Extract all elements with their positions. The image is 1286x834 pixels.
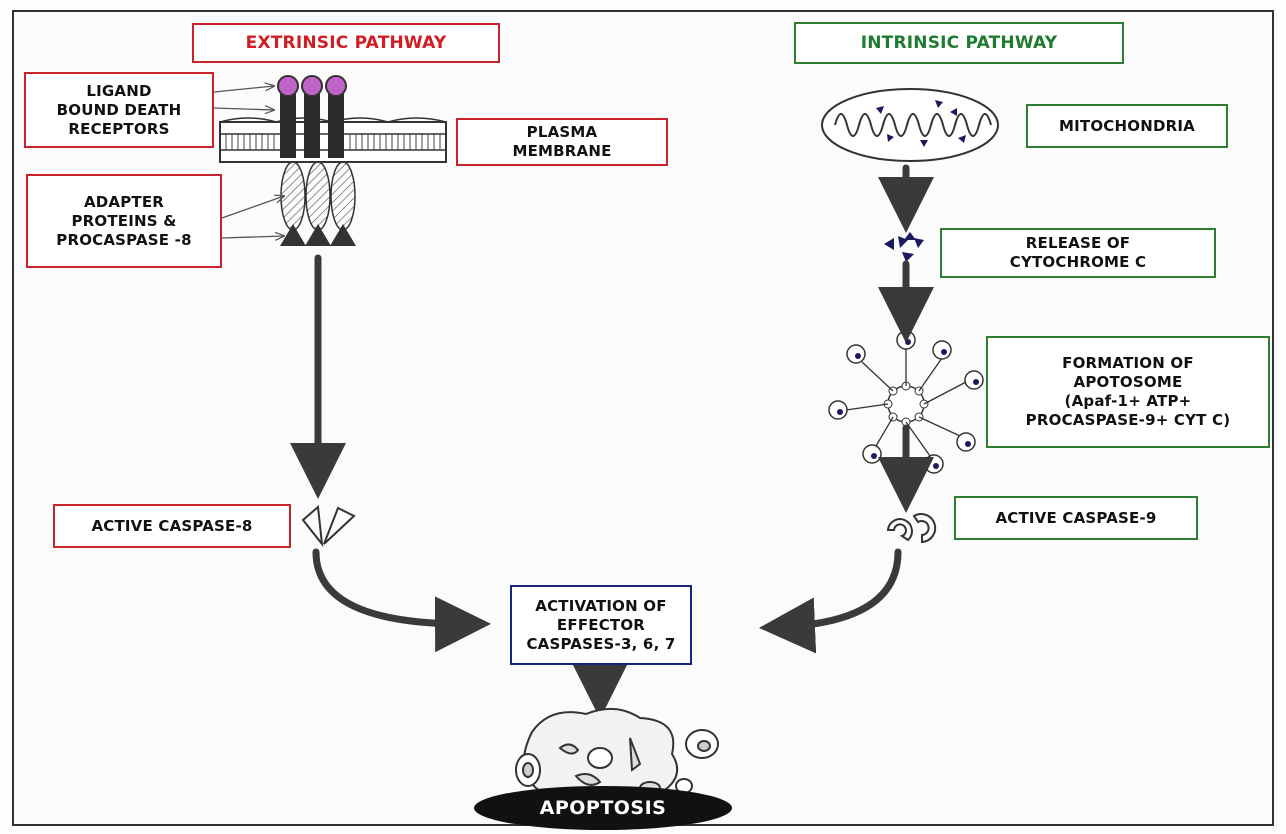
release-of-cytochrome-c-label: RELEASE OF CYTOCHROME C [940, 228, 1216, 278]
ligand-bound-death-receptors-label: LIGAND BOUND DEATH RECEPTORS [24, 72, 214, 148]
apoptotic-cell-drawing [515, 707, 719, 802]
effector-caspases-label: ACTIVATION OF EFFECTOR CASPASES-3, 6, 7 [510, 585, 692, 665]
death-receptors-drawing [277, 75, 347, 158]
mitochondria-drawing [821, 88, 999, 162]
mitochondria-label: MITOCHONDRIA [1026, 104, 1228, 148]
active-caspase-8-drawing [301, 504, 356, 548]
flow-arrows [290, 164, 934, 719]
formation-of-apoptosome-label: FORMATION OF APOTOSOME (Apaf-1+ ATP+ PRO… [986, 336, 1270, 448]
adapter-proteins-drawing [280, 161, 356, 246]
cytochrome-c-drawing [884, 232, 924, 262]
extrinsic-pathway-title: EXTRINSIC PATHWAY [192, 23, 500, 63]
adapter-proteins-procaspase-8-label: ADAPTER PROTEINS & PROCASPASE -8 [26, 174, 222, 268]
pointer-lines [213, 86, 284, 238]
active-caspase-9-drawing [886, 513, 937, 544]
intrinsic-pathway-title: INTRINSIC PATHWAY [794, 22, 1124, 64]
active-caspase-8-label: ACTIVE CASPASE-8 [53, 504, 291, 548]
apoptosis-label: APOPTOSIS [474, 786, 732, 830]
active-caspase-9-label: ACTIVE CASPASE-9 [954, 496, 1198, 540]
plasma-membrane-label: PLASMA MEMBRANE [456, 118, 668, 166]
